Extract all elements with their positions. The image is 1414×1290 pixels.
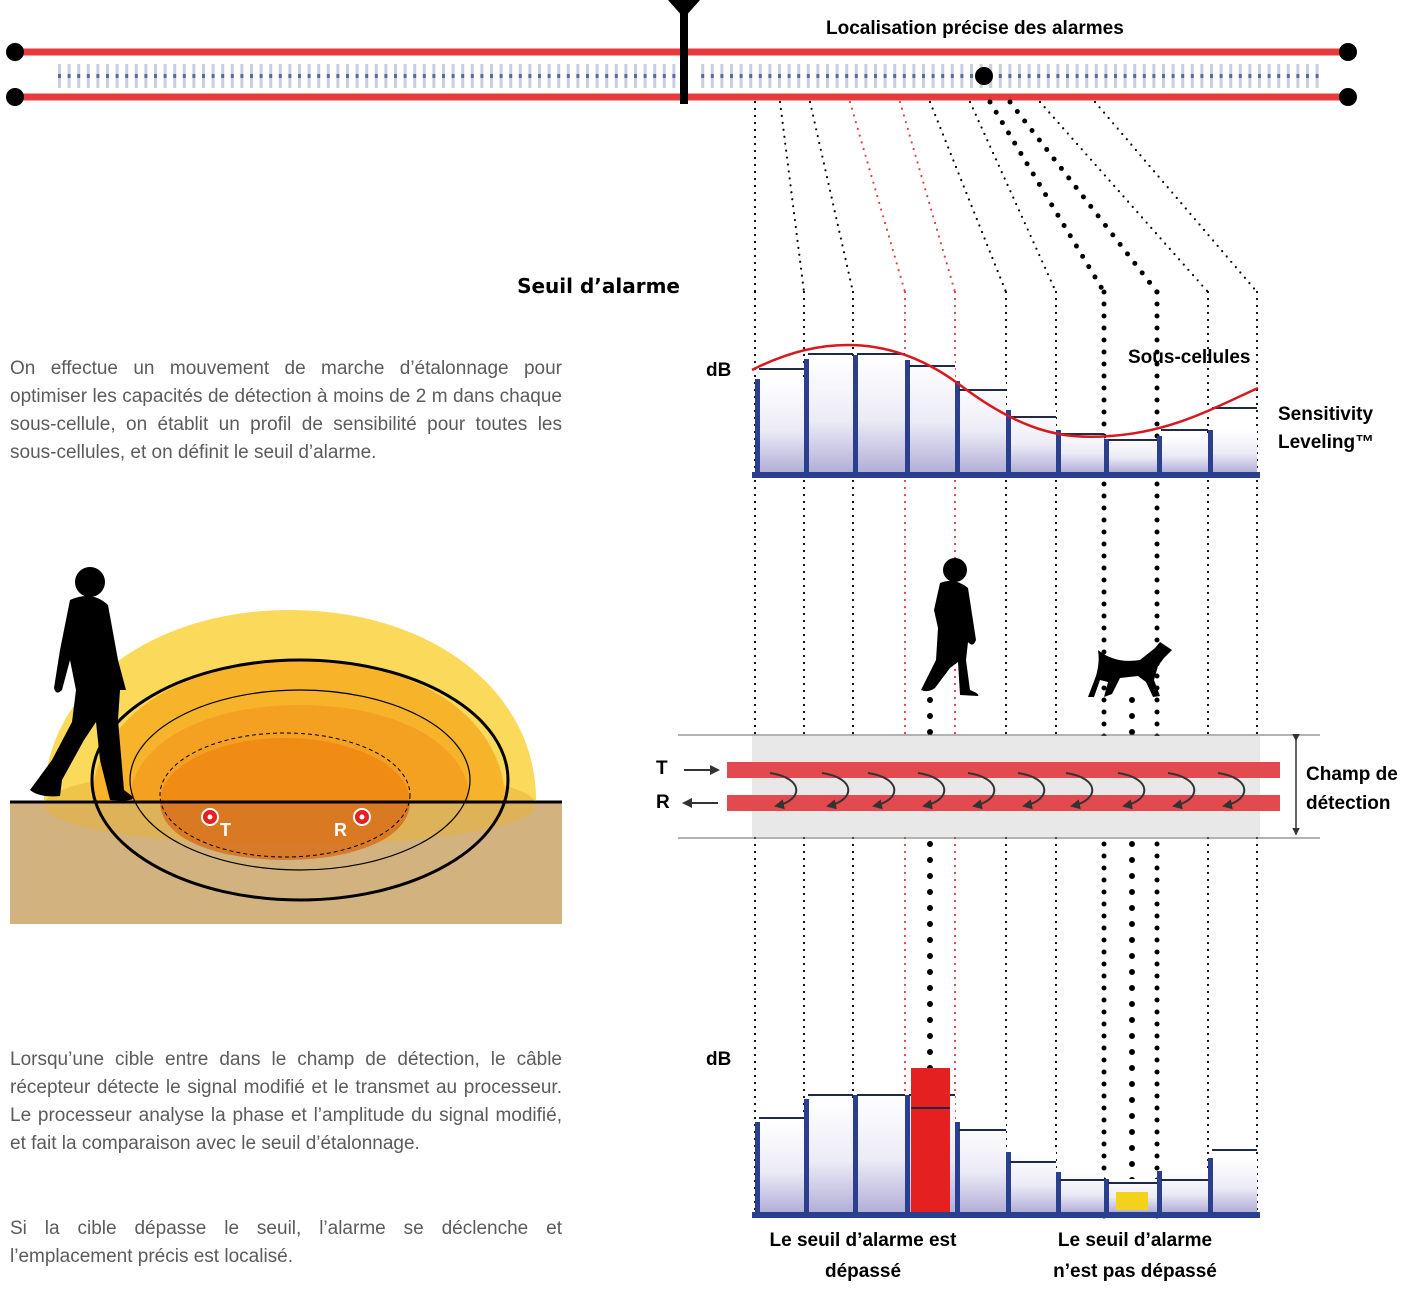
bar-edge — [905, 360, 910, 472]
antenna-icon — [668, 0, 700, 104]
sensitivity-curve — [751, 343, 1259, 439]
signal-arc — [1217, 772, 1246, 810]
bar — [955, 381, 1006, 472]
bar — [853, 355, 905, 472]
bar-edge — [1208, 1158, 1213, 1212]
receiver-label: R — [656, 792, 670, 813]
bar — [1157, 1171, 1208, 1212]
bar-edge — [755, 379, 760, 472]
person-silhouette-icon — [921, 558, 979, 696]
bar-edge — [1056, 430, 1061, 472]
db-axis-label-top: dB — [706, 360, 732, 381]
person-silhouette-icon — [30, 567, 134, 801]
bar-edge — [1157, 1171, 1162, 1212]
below-threshold-fill — [1116, 1192, 1148, 1210]
projection-line — [778, 100, 806, 294]
bar-edge — [1208, 430, 1213, 472]
bar-edge — [905, 1095, 910, 1212]
dog-silhouette-icon — [1088, 642, 1172, 697]
sensitivity-label-line2: Leveling™ — [1278, 432, 1375, 453]
bar — [1056, 1172, 1104, 1212]
signal-arc — [917, 772, 946, 810]
bar-edge — [755, 1122, 760, 1212]
calibration-paragraph: On effectue un mouvement de marche d’éta… — [10, 358, 562, 463]
bar-edge — [955, 1122, 960, 1212]
db-axis-label-bottom: dB — [706, 1049, 732, 1070]
bar — [1208, 430, 1257, 472]
detection-zone-illustration — [10, 610, 562, 924]
signal-arc — [867, 772, 896, 810]
signal-arc — [1117, 772, 1146, 810]
sub-cells-label: Sous-cellules — [1128, 347, 1251, 368]
bar-edge — [1006, 410, 1011, 472]
alarm-location-dot — [975, 67, 993, 85]
signal-arc — [769, 772, 798, 810]
alarm-threshold-label: Seuil d’alarme — [517, 274, 680, 298]
bar — [955, 1122, 1006, 1212]
sensitivity-label-line1: Sensitivity — [1278, 404, 1374, 425]
bar — [804, 359, 853, 472]
detection-field-label-line2: détection — [1306, 793, 1391, 814]
projection-line — [898, 100, 957, 294]
receiver-cable — [727, 795, 1280, 811]
bar — [1104, 439, 1157, 472]
bar — [1208, 1158, 1257, 1212]
projection-line — [928, 100, 1008, 294]
alarm-paragraph: Si la cible dépasse le seuil, l’alarme s… — [10, 1218, 562, 1267]
sensor-r-label: R — [334, 820, 347, 840]
projection-line — [1007, 99, 1160, 295]
bar — [755, 1122, 804, 1212]
detection-field — [678, 734, 1320, 839]
projection-line — [1093, 100, 1259, 294]
projection-line — [968, 100, 1058, 294]
alarm-exceeded-bar — [911, 1068, 950, 1212]
projection-line — [808, 100, 855, 294]
bar — [755, 379, 804, 472]
page-title: Localisation précise des alarmes — [826, 18, 1124, 39]
bar-edge — [1056, 1172, 1061, 1212]
bar-edge — [1157, 436, 1162, 472]
projection-line — [1038, 100, 1210, 294]
detection-field-label-line1: Champ de — [1306, 764, 1398, 785]
projection-line — [987, 99, 1107, 295]
sensor-t-label: T — [220, 820, 231, 840]
threshold-exceeded-label-line2: dépassé — [824, 1261, 902, 1282]
bar-edge — [1104, 439, 1109, 472]
signal-arc — [821, 772, 850, 810]
sensor-r-icon — [353, 808, 371, 826]
bar-baseline — [752, 1212, 1260, 1218]
transmitter-cable — [727, 762, 1280, 778]
threshold-exceeded-label-line1: Le seuil d’alarme est — [769, 1230, 957, 1251]
alarm-comparison-chart — [752, 1068, 1260, 1218]
signal-arc — [967, 772, 996, 810]
bar-edge — [804, 359, 809, 472]
bar-edge — [1104, 1179, 1109, 1212]
bar-edge — [1006, 1152, 1011, 1212]
detection-paragraph: Lorsqu’une cible entre dans le champ de … — [10, 1049, 562, 1154]
bar-edge — [804, 1099, 809, 1212]
threshold-not-exceeded-label-line1: Le seuil d’alarme — [1057, 1230, 1213, 1251]
bar-edge — [853, 355, 858, 472]
bar — [853, 1095, 905, 1212]
threshold-not-exceeded-label-line2: n’est pas dépassé — [1053, 1261, 1217, 1282]
bar-baseline — [752, 472, 1260, 478]
bar — [1157, 436, 1208, 472]
projection-line — [848, 100, 907, 294]
sub-cell-projection-lines — [753, 99, 1259, 1221]
sensor-t-icon — [201, 808, 219, 826]
bar — [905, 360, 955, 472]
signal-arc — [1065, 772, 1094, 810]
bar-edge — [955, 381, 960, 472]
signal-arc — [1017, 772, 1046, 810]
signal-arc — [1167, 772, 1196, 810]
bar — [804, 1099, 853, 1212]
transmitter-label: T — [656, 758, 668, 779]
bar-edge — [853, 1095, 858, 1212]
